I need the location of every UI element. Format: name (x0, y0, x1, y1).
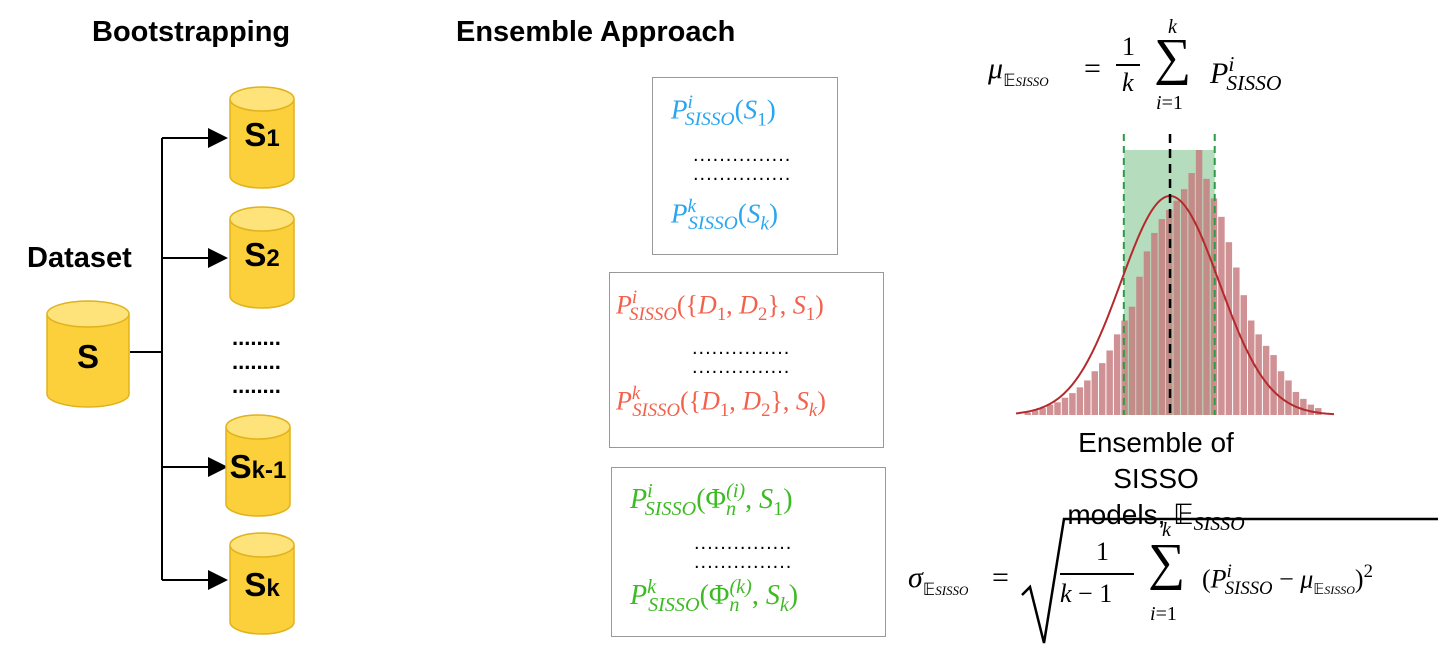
histogram-bar (1195, 150, 1203, 415)
ensemble-histogram (1016, 134, 1335, 416)
histogram-bar (1054, 402, 1061, 415)
histogram-bar (1076, 387, 1084, 415)
histogram-bar (1113, 334, 1121, 415)
caption-line1: Ensemble of SISSO (1078, 427, 1234, 494)
histogram-bar (1084, 380, 1091, 415)
formula-box-monte-carlo: PiSISSO(Φn(i), S1) .....................… (611, 467, 886, 637)
histogram-bar (1292, 391, 1300, 415)
dataset-cylinder-label: S (76, 338, 99, 375)
approach-model-complexity-bagging: Model Complexity Bagging (399, 311, 535, 403)
formula-box-model-complexity: PiSISSO({D1, D2}, S1) ..................… (609, 272, 884, 448)
sample-ellipsis: ........................ (232, 325, 281, 398)
histogram-bar (1262, 345, 1270, 415)
histogram-bar (1315, 408, 1322, 415)
ensemble-approach-heading: Ensemble Approach (456, 16, 736, 48)
formula-dots: .............................. (692, 337, 791, 378)
histogram-bar (1091, 371, 1098, 415)
histogram-bar (1240, 295, 1247, 415)
histogram-bar (1233, 267, 1240, 415)
histogram-bar (1031, 410, 1039, 415)
formula-last: PkSISSO({D1, D2}, Sk) (616, 383, 826, 421)
histogram-bar (1188, 173, 1195, 415)
formula-dots: .............................. (693, 144, 792, 185)
std-formula: σ𝔼SISSO = 1 k − 1 k ∑ i=1 (PiSISSO − μ𝔼S… (908, 515, 1438, 655)
approach-bagging: Bagging (421, 150, 529, 181)
sample-label: Sk-1 (229, 448, 287, 485)
histogram-bar (1218, 216, 1225, 415)
histogram-bar (1143, 251, 1151, 415)
histogram-bar (1248, 320, 1255, 415)
sample-cylinder-2: S2 (228, 206, 296, 310)
approach-monte-carlo-dropout: Bagging with Monte-Carlo Dropout of Prim… (348, 507, 584, 594)
cylinder-icon (225, 414, 291, 517)
mean-formula: μ𝔼SISSO = 1 k k ∑ i=1 PiSISSO (988, 16, 1282, 114)
histogram-bar (1173, 200, 1180, 415)
histogram-bar (1099, 363, 1106, 415)
histogram-bar (1039, 408, 1046, 415)
histogram-bar (1136, 276, 1143, 415)
histogram-bar (1158, 219, 1166, 415)
histogram-bar (1061, 397, 1069, 415)
sqrt-sign-icon (1021, 517, 1438, 644)
sample-cylinder-k: Sk (228, 532, 296, 636)
formula-first: PiSISSO({D1, D2}, S1) (616, 287, 824, 325)
cylinder-icon (229, 206, 295, 309)
histogram-bar (1300, 398, 1307, 415)
histogram-bar (1285, 380, 1292, 415)
cylinder-icon (229, 532, 295, 635)
histogram-bar (1151, 232, 1158, 415)
histogram-bar (1180, 189, 1188, 415)
histogram-bar (1203, 178, 1210, 415)
formula-last: PkSISSO(Φn(k), Sk) (630, 576, 799, 617)
formula-dots: .............................. (694, 532, 793, 573)
histogram-bar (1277, 371, 1285, 415)
dataset-cylinder: S (45, 300, 131, 408)
histogram-bar (1270, 355, 1277, 415)
histogram-bar (1255, 334, 1262, 415)
histogram-bar (1225, 242, 1233, 415)
cylinder-icon (229, 86, 295, 189)
histogram-bar (1166, 209, 1173, 415)
gaussian-curve (1016, 194, 1335, 416)
sample-label: Sk (244, 566, 280, 603)
histogram-bar (1024, 412, 1031, 415)
dataset-cylinder-icon (46, 300, 130, 408)
histogram-bar (1307, 404, 1315, 415)
formula-box-bagging: PiSISSO(S1) ............................… (652, 77, 838, 255)
dataset-label: Dataset (27, 242, 132, 274)
sample-cylinder-k-1: Sk-1 (224, 414, 292, 518)
sample-label: S2 (244, 236, 280, 273)
histogram-bar (1046, 404, 1054, 415)
histogram-bar (1128, 306, 1136, 415)
sample-label: S1 (244, 116, 280, 153)
bootstrapping-heading: Bootstrapping (92, 16, 291, 48)
histogram-bar (1069, 393, 1076, 415)
formula-first: PiSISSO(Φn(i), S1) (630, 480, 793, 521)
sample-cylinder-1: S1 (228, 86, 296, 190)
formula-last: PkSISSO(Sk) (671, 196, 778, 235)
formula-first: PiSISSO(S1) (671, 92, 776, 131)
histogram-bar (1106, 350, 1113, 415)
